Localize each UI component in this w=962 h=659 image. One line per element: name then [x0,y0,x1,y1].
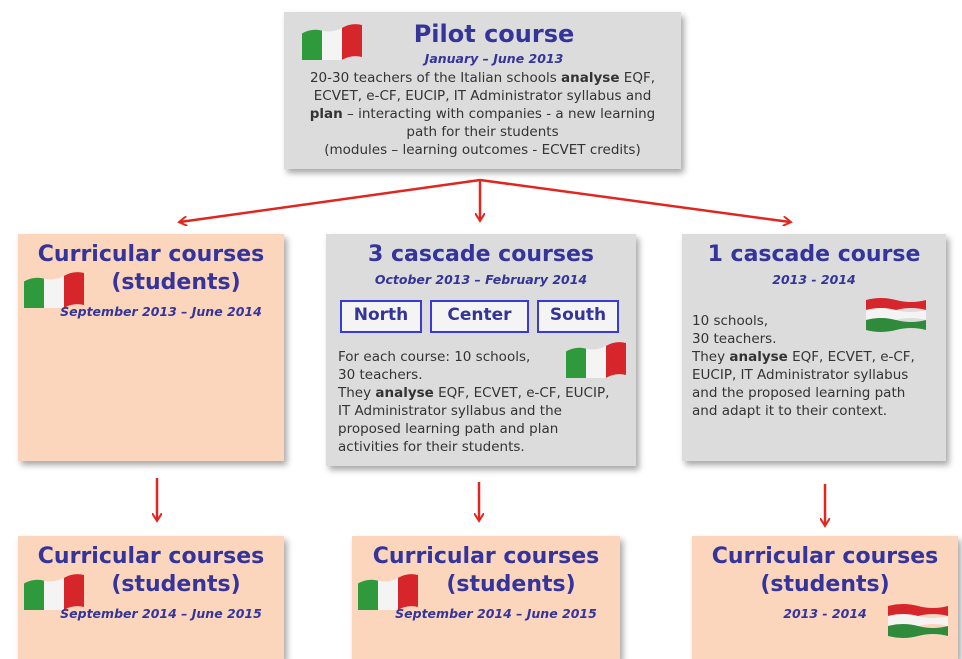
three-cascade-courses-box: 3 cascade courses October 2013 – Februar… [326,234,636,466]
curricular-courses-box-3: Curricular courses (students) September … [352,536,620,659]
curricular-courses-box-4: Curricular courses (students) 2013 - 201… [692,536,958,659]
arrow-pilot-to-left [180,178,481,222]
region-center: Center [430,300,529,333]
pilot-period: January – June 2013 [424,51,564,66]
curricular-title: Curricular courses [372,544,600,569]
curricular-title: Curricular courses [37,242,265,267]
cascade3-description: For each course: 10 schools, 30 teachers… [338,349,610,455]
curricular-period: September 2014 – June 2015 [60,606,262,621]
curricular-subtitle: (students) [760,572,890,597]
curricular-period: September 2014 – June 2015 [395,606,597,621]
curricular-period: 2013 - 2014 [783,606,867,621]
cascade1-period: 2013 - 2014 [772,272,856,287]
italy-flag-icon [302,24,362,60]
curricular-title: Curricular courses [711,544,939,569]
italy-flag-icon [566,342,626,378]
curricular-subtitle: (students) [111,270,241,295]
curricular-subtitle: (students) [446,572,576,597]
pilot-course-box: Pilot course January – June 2013 20-30 t… [284,12,681,169]
curricular-courses-box-2: Curricular courses (students) September … [18,536,284,659]
pilot-title: Pilot course [413,20,575,48]
italy-flag-icon [358,574,418,610]
curricular-title: Curricular courses [37,544,265,569]
hungary-flag-icon [866,298,926,332]
region-north: North [340,300,422,333]
region-south: South [537,300,619,333]
italy-flag-icon [24,272,84,308]
cascade3-period: October 2013 – February 2014 [374,272,588,287]
arrow-pilot-to-right [479,178,790,222]
cascade3-title: 3 cascade courses [368,242,594,267]
curricular-subtitle: (students) [111,572,241,597]
one-cascade-course-box: 1 cascade course 2013 - 2014 10 schools,… [682,234,946,461]
hungary-flag-icon [888,604,948,638]
cascade1-description: 10 schools, 30 teachers. They analyse EQ… [692,313,915,419]
pilot-description: 20-30 teachers of the Italian schools an… [309,70,656,158]
curricular-period: September 2013 – June 2014 [60,304,262,319]
curricular-courses-box-1: Curricular courses (students) September … [18,234,284,461]
italy-flag-icon [24,574,84,610]
cascade1-title: 1 cascade course [707,242,921,267]
